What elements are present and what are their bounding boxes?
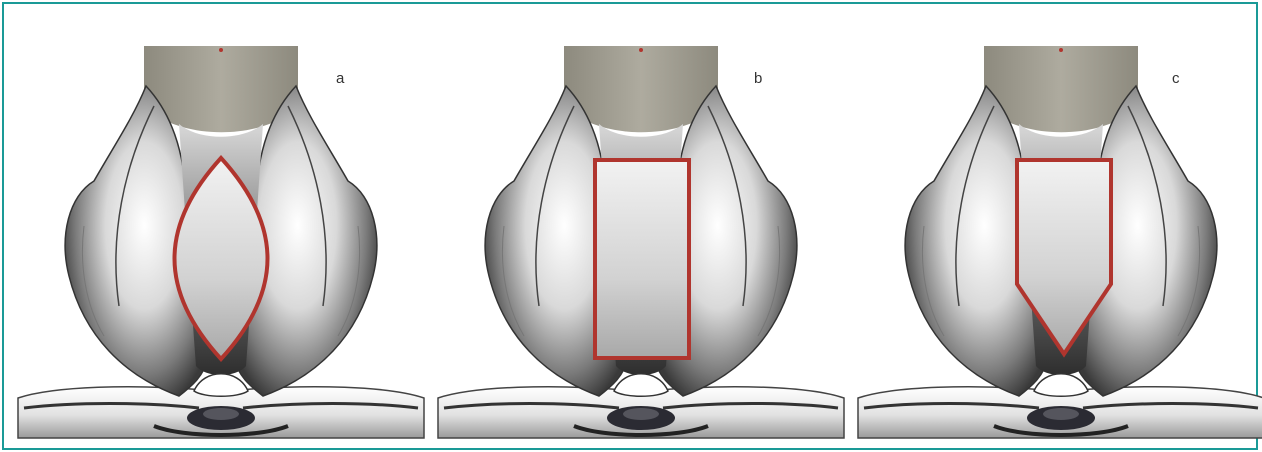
knee-illustration-b — [434, 46, 848, 448]
knee-illustration-a — [14, 46, 428, 448]
panel-label-c: c — [1172, 70, 1180, 87]
panel-a: a — [14, 46, 428, 448]
rectangle-outline — [595, 160, 689, 358]
knee-illustration-c — [854, 46, 1262, 448]
panel-label-b: b — [754, 70, 762, 87]
panel-c: c — [854, 46, 1262, 448]
panel-label-a: a — [336, 70, 344, 87]
panel-b: b — [434, 46, 848, 448]
